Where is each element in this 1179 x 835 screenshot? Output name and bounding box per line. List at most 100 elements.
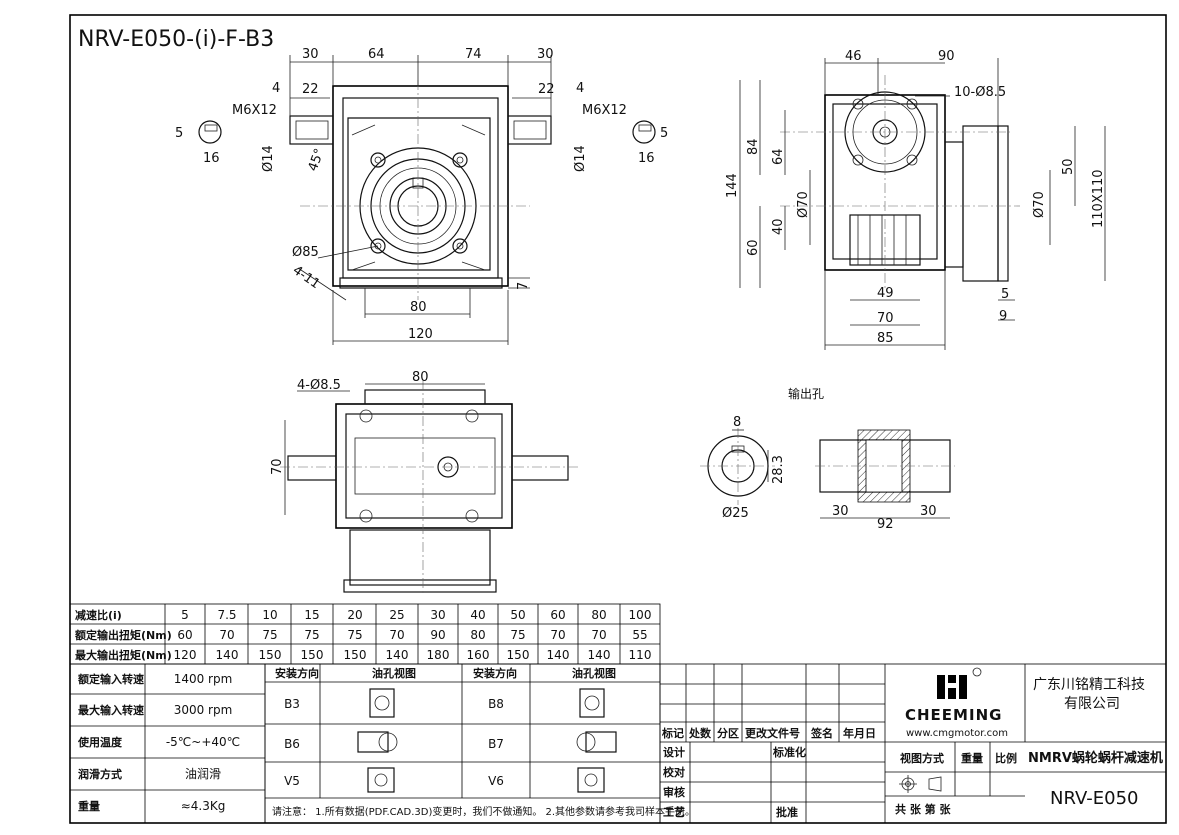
- brand-name: CHEEMING: [905, 706, 1002, 724]
- max-torque-cell: 140: [216, 648, 239, 662]
- right-shaft-5: 5: [660, 126, 668, 141]
- oh-dim-92: 92: [877, 517, 894, 532]
- side-dim-144: 144: [725, 173, 740, 198]
- spec-value: 3000 rpm: [174, 703, 233, 717]
- left-shaft-16: 16: [203, 151, 220, 166]
- right-shaft-thread: M6X12: [582, 103, 627, 118]
- holes-4-11: 4-11: [290, 263, 323, 292]
- left-shaft-d14: Ø14: [261, 145, 276, 172]
- left-shaft-5: 5: [175, 126, 183, 141]
- side-dim-70: 70: [877, 311, 894, 326]
- mount-header: 安装方向: [473, 666, 517, 680]
- rated-torque-cell: 75: [304, 628, 319, 642]
- standardize-label: 标准化: [772, 745, 806, 759]
- right-shaft-d14: Ø14: [573, 145, 588, 172]
- mount-code: B8: [488, 697, 504, 711]
- spec-value: -5℃~+40℃: [166, 735, 240, 749]
- spec-label: 最大输入转速: [78, 703, 144, 717]
- mount-code: V5: [284, 774, 300, 788]
- role-label: 审核: [663, 785, 685, 799]
- role-label: 工艺: [663, 805, 685, 819]
- mount-header: 安装方向: [275, 666, 319, 680]
- max-torque-cell: 110: [629, 648, 652, 662]
- rev-header: 处数: [688, 726, 712, 740]
- sheet-count: 共 张 第 张: [895, 802, 951, 816]
- side-dim-d70a: Ø70: [796, 191, 811, 218]
- mount-header: 油孔视图: [372, 666, 416, 680]
- oh-dim-25: Ø25: [722, 506, 749, 521]
- ratio-cell: 20: [347, 608, 362, 622]
- spec-value: ≈4.3Kg: [181, 799, 226, 813]
- role-label: 设计: [663, 745, 685, 759]
- rated-torque-cell: 70: [219, 628, 234, 642]
- ratio-cell: 25: [389, 608, 404, 622]
- pcd-85: Ø85: [292, 245, 319, 260]
- role-label: 校对: [663, 765, 685, 779]
- drawing-number: NRV-E050: [1050, 788, 1138, 809]
- rated-torque-cell: 55: [632, 628, 647, 642]
- mount-code: B7: [488, 737, 504, 751]
- spec-label: 重量: [78, 799, 100, 813]
- max-torque-cell: 180: [427, 648, 450, 662]
- ratio-cell: 60: [550, 608, 565, 622]
- side-dim-d70b: Ø70: [1032, 191, 1047, 218]
- mount-note: 请注意： 1.所有数据(PDF.CAD.3D)变更时，我们不做通知。 2.其他参…: [272, 805, 695, 818]
- max-torque-cell: 140: [386, 648, 409, 662]
- scale-label: 比例: [995, 751, 1017, 765]
- rated-torque-cell: 90: [430, 628, 445, 642]
- ratio-cell: 50: [510, 608, 525, 622]
- brand-website: www.cmgmotor.com: [906, 728, 1008, 739]
- max-torque-cell: 150: [344, 648, 367, 662]
- max-torque-cell: 150: [507, 648, 530, 662]
- rated-torque-cell: 70: [389, 628, 404, 642]
- side-view: 46 90 10-Ø8.5 144 84 64 Ø70 40 60 Ø70 50…: [725, 49, 1106, 350]
- bottom-dim-80: 80: [412, 370, 429, 385]
- side-dim-46: 46: [845, 49, 862, 64]
- mount-code: V6: [488, 774, 504, 788]
- dim-7: 7: [516, 282, 531, 290]
- rev-header: 分区: [717, 726, 739, 740]
- bottom-holes: 4-Ø8.5: [297, 378, 341, 393]
- rated-torque-cell: 80: [470, 628, 485, 642]
- side-holes: 10-Ø8.5: [954, 85, 1006, 100]
- right-shaft-4: 4: [576, 81, 584, 96]
- mount-table: 安装方向 油孔视图 安装方向 油孔视图 B3 B6 V5 B8 B7 V6 请注…: [264, 663, 695, 824]
- side-dim-85: 85: [877, 331, 894, 346]
- ratio-cell: 7.5: [217, 608, 236, 622]
- ratio-table: 减速比(i) 额定输出扭矩(Nm) 最大输出扭矩(Nm) 5 7.5 10 15…: [69, 603, 661, 665]
- mount-code: B6: [284, 737, 300, 751]
- dim-80: 80: [410, 300, 427, 315]
- rev-header: 标记: [661, 726, 684, 740]
- max-torque-cell: 140: [547, 648, 570, 662]
- spec-label: 润滑方式: [78, 767, 122, 781]
- front-view: 30 64 74 30 4 22 M6X12 5 16 Ø14 4 22 M6X…: [175, 47, 668, 345]
- oil-hole-icon: [357, 688, 617, 793]
- rev-header: 签名: [810, 726, 833, 740]
- ratio-cell: 100: [629, 608, 652, 622]
- dim-74: 74: [465, 47, 482, 62]
- ratio-cell: 40: [470, 608, 485, 622]
- rated-torque-cell: 75: [510, 628, 525, 642]
- max-torque-label: 最大输出扭矩(Nm): [75, 648, 172, 662]
- rated-torque-cell: 75: [347, 628, 362, 642]
- side-dim-50: 50: [1061, 158, 1076, 175]
- rated-torque-cell: 60: [177, 628, 192, 642]
- ratio-cell: 5: [181, 608, 189, 622]
- mount-header: 油孔视图: [572, 666, 616, 680]
- rev-header: 更改文件号: [745, 726, 800, 740]
- rated-torque-cell: 75: [262, 628, 277, 642]
- side-dim-64: 64: [771, 148, 786, 165]
- side-dim-49: 49: [877, 286, 894, 301]
- side-dim-5: 5: [1001, 287, 1009, 302]
- right-shaft-22: 22: [538, 82, 555, 97]
- side-dim-40: 40: [771, 218, 786, 235]
- oh-dim-30b: 30: [920, 504, 937, 519]
- ratio-cell: 80: [591, 608, 606, 622]
- ratio-cell: 10: [262, 608, 277, 622]
- bottom-view: 4-Ø8.5 80 70: [270, 370, 580, 595]
- spec-table: 额定输入转速 1400 rpm 最大输入转速 3000 rpm 使用温度 -5℃…: [69, 663, 266, 824]
- right-shaft-16: 16: [638, 151, 655, 166]
- company-name-2: 有限公司: [1064, 696, 1120, 712]
- side-dim-90: 90: [938, 49, 955, 64]
- max-torque-cell: 160: [467, 648, 490, 662]
